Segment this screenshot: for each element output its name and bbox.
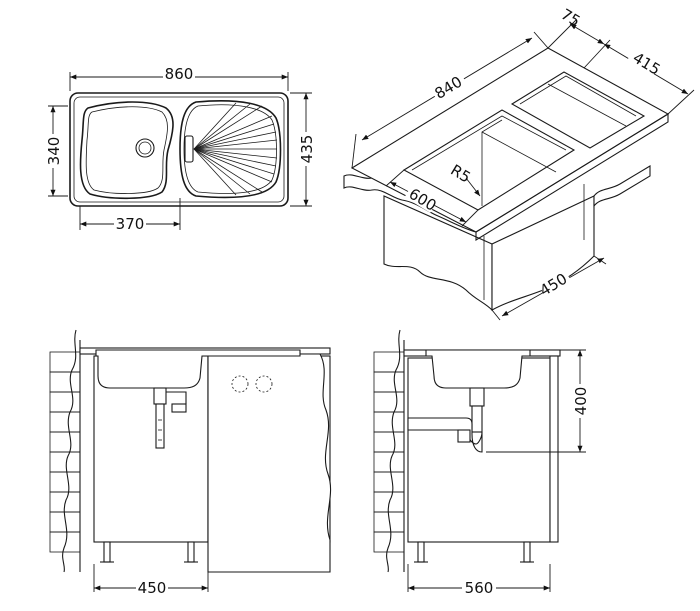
side-view: 560 400 — [373, 329, 590, 597]
drainer-ribs — [193, 102, 278, 196]
dim-line-r5 — [465, 177, 481, 197]
bowl-drain-inner — [138, 141, 152, 155]
front-view: 450 — [49, 329, 332, 597]
top-view: 860 435 340 370 — [45, 65, 316, 233]
dim-label-435: 435 — [298, 135, 316, 164]
front-wall-hole-1 — [231, 375, 249, 393]
side-brick-wall — [386, 329, 401, 573]
dim-label-340: 340 — [45, 137, 63, 166]
drainer-board-inner — [183, 104, 277, 194]
front-sink-bowl — [95, 349, 301, 389]
dim-label-400: 400 — [572, 387, 590, 416]
dim-label-450: 450 — [138, 579, 167, 597]
sink-inner-rim — [73, 96, 285, 203]
bowl-drain — [135, 138, 155, 158]
sink-bowl — [79, 101, 174, 200]
side-siphon — [407, 417, 483, 453]
dim-label-370: 370 — [116, 215, 145, 233]
iso-view: 840 75 415 R5 600 450 — [343, 5, 695, 321]
front-wall-hole-2 — [255, 375, 273, 393]
dim-label-75: 75 — [558, 5, 584, 30]
dim-label-860: 860 — [165, 65, 194, 83]
sink-outline — [69, 92, 289, 207]
dim-line-75 — [569, 23, 605, 45]
overflow-plate — [184, 135, 194, 163]
front-cut-edge — [207, 353, 332, 573]
iso-drainer — [510, 71, 646, 149]
drainer-board — [179, 99, 282, 199]
iso-cabinet-left — [383, 195, 493, 312]
side-sink-bowl — [425, 349, 531, 389]
dim-label-560: 560 — [465, 579, 494, 597]
sink-bowl-inner — [85, 106, 168, 194]
front-brick-wall — [62, 329, 77, 573]
